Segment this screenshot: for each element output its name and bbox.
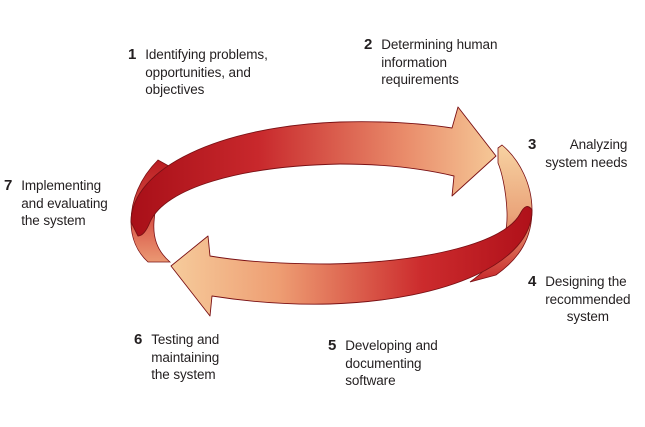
step-5-text-line: Developing and — [345, 338, 438, 353]
step-1-text-line: objectives — [145, 82, 205, 97]
step-1-number: 1 — [128, 46, 137, 63]
step-1-text-line: Identifying problems, — [145, 47, 268, 62]
step-6-text-line: maintaining — [151, 349, 220, 365]
cycle-arrow-top — [130, 106, 497, 237]
step-6-number: 6 — [134, 331, 143, 348]
step-7-label: 7 Implementing and evaluating the system — [4, 177, 108, 230]
step-5-text-line: software — [345, 373, 396, 388]
step-1-label: 1 Identifying problems, opportunities, a… — [128, 46, 268, 99]
step-6-text-line: Testing and — [151, 332, 220, 347]
step-7-text-line: the system — [21, 213, 86, 228]
step-4-text-line: system — [566, 309, 609, 324]
step-3-text-line: system needs — [545, 154, 628, 170]
step-5-label: 5 Developing and documenting software — [328, 337, 438, 390]
step-3-label: 3 Analyzing system needs — [528, 136, 627, 171]
step-4-number: 4 — [528, 273, 537, 290]
step-6-text-line: the system — [151, 367, 216, 382]
ring-right-band — [469, 144, 533, 283]
step-2-text-line: requirements — [381, 72, 459, 87]
step-4-text-line: Designing the — [545, 274, 627, 289]
step-2-label: 2 Determining human information requirem… — [364, 36, 497, 89]
step-6-label: 6 Testing and maintaining the system — [134, 331, 219, 384]
step-3-number: 3 — [528, 136, 537, 153]
step-4-text-line: recommended — [545, 291, 631, 307]
step-7-number: 7 — [4, 177, 13, 194]
step-4-label: 4 Designing the recommended system — [528, 273, 631, 326]
step-5-number: 5 — [328, 337, 337, 354]
step-7-text-line: Implementing — [21, 178, 102, 193]
step-2-number: 2 — [364, 36, 373, 53]
step-3-text-line: Analyzing — [569, 137, 628, 152]
cycle-arrow-bottom — [170, 206, 533, 317]
step-5-text-line: documenting — [345, 355, 422, 371]
step-2-text-line: Determining human — [381, 37, 498, 52]
step-1-text-line: opportunities, and — [145, 64, 251, 80]
step-2-text-line: information — [381, 54, 447, 70]
step-7-text-line: and evaluating — [21, 195, 108, 211]
